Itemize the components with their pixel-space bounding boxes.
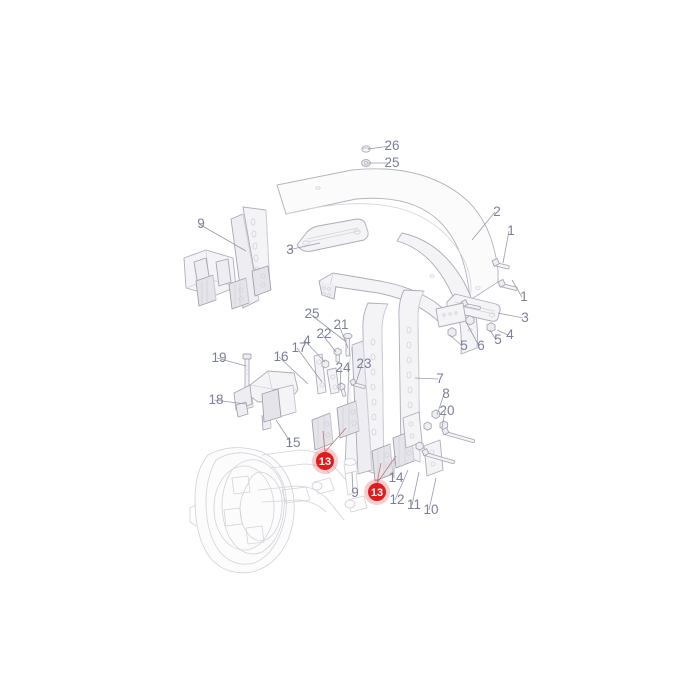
callout-label-18: 18 <box>208 392 223 407</box>
callout-label-1: 1 <box>507 223 515 238</box>
callout-leader-9 <box>351 471 354 494</box>
callout-leader-26 <box>367 145 391 150</box>
part-left-rubber-mounts <box>195 265 272 310</box>
part-trim-strip-3a <box>296 218 369 252</box>
callout-label-9: 9 <box>351 485 359 500</box>
callout-leader-20 <box>441 410 446 429</box>
callout-leader-16 <box>278 356 309 385</box>
callout-leader-9 <box>198 223 247 252</box>
highlight-leader <box>324 427 347 453</box>
callout-leader-15 <box>275 419 292 444</box>
callout-leader-7 <box>414 377 439 380</box>
callout-label-22: 22 <box>316 326 331 341</box>
callout-leader-19 <box>216 357 247 367</box>
part-rubber-mount-block-c <box>371 443 394 482</box>
highlight-leader <box>322 430 326 453</box>
callout-label-9: 9 <box>197 216 205 231</box>
callout-leader-4 <box>496 329 509 336</box>
callout-label-25: 25 <box>304 306 319 321</box>
callout-label-21: 21 <box>333 317 348 332</box>
callout-leader-1 <box>502 230 510 264</box>
callout-label-8: 8 <box>442 386 450 401</box>
callout-label-19: 19 <box>211 350 226 365</box>
part-bolt-11 <box>421 448 455 465</box>
part-lower-link-9 <box>311 458 368 513</box>
callout-leader-17 <box>296 347 323 383</box>
callout-label-7: 7 <box>436 371 444 386</box>
highlight-badge-label: 13 <box>371 487 383 499</box>
callout-leader-5 <box>449 334 463 347</box>
callout-leader-24 <box>339 367 342 389</box>
callout-leader-lines <box>198 145 524 511</box>
part-bolt-1a <box>491 257 510 270</box>
callout-label-12: 12 <box>389 492 404 507</box>
callout-label-11: 11 <box>407 497 421 512</box>
part-nut-11-20 <box>415 421 432 451</box>
callout-label-1: 1 <box>520 289 528 304</box>
callout-label-20: 20 <box>439 403 454 418</box>
callout-label-4: 4 <box>506 327 514 342</box>
callout-leader-5 <box>489 329 497 341</box>
callout-leader-11 <box>411 471 420 506</box>
callout-leader-23 <box>355 363 363 384</box>
callout-leader-4 <box>304 340 326 363</box>
callout-leader-18 <box>213 399 247 405</box>
callout-leader-6 <box>465 321 480 347</box>
callout-label-26: 26 <box>384 138 399 153</box>
callout-label-5: 5 <box>494 332 502 347</box>
callout-label-3: 3 <box>286 242 294 257</box>
part-fender-inner-skirt <box>396 232 478 355</box>
callout-label-14: 14 <box>388 470 404 485</box>
part-plate-12a <box>402 411 423 449</box>
callout-label-6: 6 <box>477 338 485 353</box>
part-lever-17 <box>326 367 340 395</box>
callout-leader-10 <box>428 477 437 511</box>
callout-leader-22 <box>321 333 337 353</box>
callout-label-24: 24 <box>335 360 351 375</box>
part-rubber-mount-block-a <box>311 412 334 451</box>
callout-label-25: 25 <box>384 155 399 170</box>
part-center-mount-block-15 <box>233 370 299 423</box>
callout-label-23: 23 <box>356 356 371 371</box>
callout-label-17: 17 <box>291 340 306 355</box>
highlight-leader <box>376 455 397 484</box>
callout-leader-2 <box>471 211 496 241</box>
callout-leader-1 <box>511 279 523 298</box>
callout-leader-3 <box>497 312 524 319</box>
callout-label-10: 10 <box>423 502 438 517</box>
highlight-badge[interactable] <box>368 483 386 501</box>
part-fastener-cluster-center <box>321 332 366 397</box>
highlight-badges: 13 13 <box>312 427 397 505</box>
callout-label-16: 16 <box>273 349 288 364</box>
callout-label-2: 2 <box>493 204 501 219</box>
callout-label-4: 4 <box>303 333 311 348</box>
part-plate-6 <box>435 302 467 328</box>
callout-leader-3 <box>287 242 321 251</box>
callout-label-15: 15 <box>285 435 300 450</box>
callout-leader-25 <box>309 313 346 342</box>
callout-leader-12 <box>394 469 409 501</box>
highlight-badge-label: 13 <box>319 456 331 468</box>
callout-leader-8 <box>436 393 445 416</box>
part-rubber-mount-block-b <box>336 400 360 439</box>
highlight-badge[interactable] <box>316 452 334 470</box>
highlight-leader <box>376 462 382 484</box>
part-bolt-10 <box>441 427 475 444</box>
callout-label-5: 5 <box>460 338 468 353</box>
callout-label-3: 3 <box>521 310 529 325</box>
part-nuts-right <box>447 315 496 338</box>
callout-leader-21 <box>338 324 349 349</box>
part-bolt-1b <box>497 278 518 291</box>
part-axle-housing-ghost <box>189 447 347 574</box>
